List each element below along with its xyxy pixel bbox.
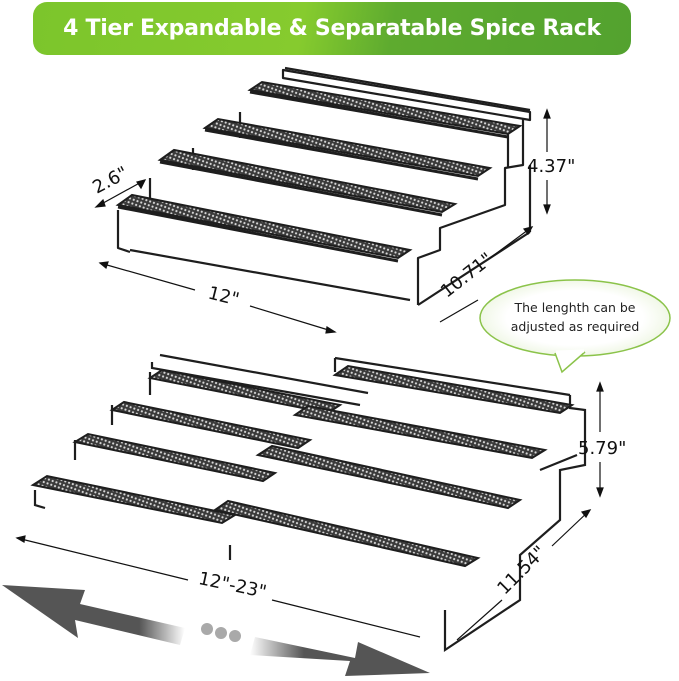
bottom-rack-right-section bbox=[333, 356, 587, 653]
arrow-left-icon bbox=[2, 585, 185, 645]
arrow-right-icon bbox=[250, 637, 430, 676]
bottom-rack-left-section bbox=[33, 353, 369, 560]
callout-text: The lenghth can be adjusted as required bbox=[480, 298, 670, 336]
bottom-rack-right-shelves bbox=[212, 364, 575, 568]
callout-bubble bbox=[479, 279, 671, 374]
dim-height-bottom-label: 5.79" bbox=[578, 438, 627, 459]
dim-height-top-label: 4.37" bbox=[527, 156, 576, 177]
bottom-rack-dimension-lines bbox=[15, 381, 604, 641]
callout-line-2: adjusted as required bbox=[510, 319, 640, 334]
callout-line-1: The lenghth can be bbox=[514, 300, 636, 315]
dot-icon bbox=[229, 630, 241, 642]
title-banner: 4 Tier Expandable & Separatable Spice Ra… bbox=[33, 2, 631, 55]
expand-indicator bbox=[2, 585, 430, 676]
top-rack-shelves bbox=[115, 80, 523, 263]
dot-icon bbox=[201, 623, 213, 635]
banner-title: 4 Tier Expandable & Separatable Spice Ra… bbox=[63, 16, 601, 41]
bottom-rack-left-shelves bbox=[30, 368, 343, 525]
dot-icon bbox=[215, 627, 227, 639]
top-rack-dimension-lines bbox=[94, 108, 551, 334]
